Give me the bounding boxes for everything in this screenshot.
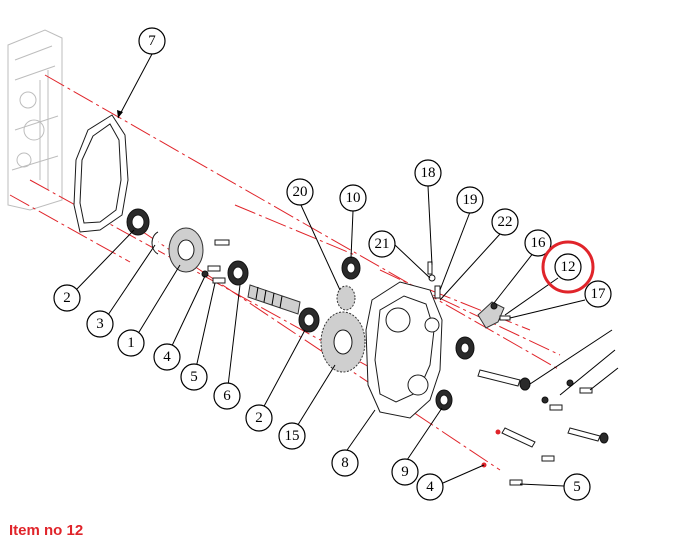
callout-7: 7 xyxy=(138,27,166,55)
callout-16-label: 16 xyxy=(531,235,547,251)
callout-21: 21 xyxy=(368,230,396,258)
callout-3-label: 3 xyxy=(96,316,104,332)
shaft-seal xyxy=(455,336,475,360)
splined-shaft xyxy=(247,284,301,315)
callout-18-label: 18 xyxy=(421,165,436,181)
callout-8-label: 8 xyxy=(341,455,349,471)
callout-5-left: 5 xyxy=(180,363,208,391)
callout-18: 18 xyxy=(414,159,442,187)
callout-10-label: 10 xyxy=(346,190,361,206)
callout-5-left-label: 5 xyxy=(190,369,198,385)
callout-4-left-label: 4 xyxy=(163,349,171,365)
callout-4-right-label: 4 xyxy=(426,479,434,495)
callout-5-right: 5 xyxy=(563,473,591,501)
callout-17-label: 17 xyxy=(591,286,607,302)
callout-9: 9 xyxy=(391,458,419,486)
large-spur-gear xyxy=(320,311,366,373)
bearing-left xyxy=(126,208,150,236)
callout-2-left-label: 2 xyxy=(63,290,71,306)
callout-22-label: 22 xyxy=(498,214,513,230)
callout-1-label: 1 xyxy=(127,335,135,351)
callout-17: 17 xyxy=(584,280,612,308)
breather-parts xyxy=(427,261,441,299)
callout-19: 19 xyxy=(456,186,484,214)
callout-16: 16 xyxy=(524,229,552,257)
callout-20-label: 20 xyxy=(293,184,308,200)
callout-2-lower-label: 2 xyxy=(255,410,263,426)
callout-22: 22 xyxy=(491,208,519,236)
oil-seal xyxy=(435,389,453,411)
callout-4-right: 4 xyxy=(416,473,444,501)
circlip xyxy=(151,231,159,255)
callout-12: 12 xyxy=(541,240,595,294)
callout-5-right-label: 5 xyxy=(573,479,581,495)
callout-2-left: 2 xyxy=(53,284,81,312)
bearing-mid xyxy=(227,260,249,286)
bearing-upper xyxy=(341,256,361,280)
callout-6: 6 xyxy=(213,382,241,410)
callout-7-label: 7 xyxy=(148,33,156,49)
bearing-lower xyxy=(298,307,320,333)
pinion-gear xyxy=(336,285,356,311)
callout-2-lower: 2 xyxy=(245,404,273,432)
gearbox-housing xyxy=(365,281,443,419)
callout-10: 10 xyxy=(339,184,367,212)
callout-21-label: 21 xyxy=(375,236,390,252)
ghost-machine-frame xyxy=(7,29,63,211)
callout-9-label: 9 xyxy=(401,464,409,480)
callout-19-label: 19 xyxy=(463,192,478,208)
callout-1: 1 xyxy=(117,329,145,357)
callout-8: 8 xyxy=(331,449,359,477)
callout-20: 20 xyxy=(286,178,314,206)
callout-3: 3 xyxy=(86,310,114,338)
callout-4-left: 4 xyxy=(153,343,181,371)
gasket-part xyxy=(73,114,129,233)
long-bolts-right xyxy=(477,369,609,486)
callout-12-label: 12 xyxy=(561,259,576,275)
callout-15: 15 xyxy=(278,422,306,450)
flange-part xyxy=(168,227,204,273)
highlight-ring xyxy=(541,240,595,294)
item-caption: Item no 12 xyxy=(9,522,84,539)
callout-6-label: 6 xyxy=(223,388,231,404)
callout-15-label: 15 xyxy=(285,428,300,444)
small-fasteners-left xyxy=(201,239,230,284)
